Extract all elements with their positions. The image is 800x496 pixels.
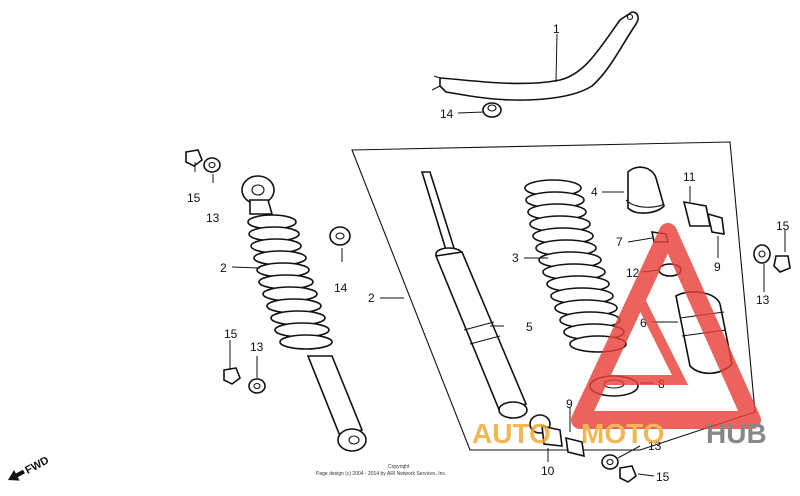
callout-14-mid: 14 <box>334 281 348 295</box>
part-10-bushing <box>529 414 563 447</box>
callout-15-upper-left: 15 <box>187 191 201 205</box>
part-1-bracket <box>431 11 639 101</box>
watermark-text-moto: MOTO <box>581 418 664 449</box>
part-15-nut-right <box>773 255 791 273</box>
callout-2-frame: 2 <box>368 291 375 305</box>
part-9-collar-bottom <box>565 436 585 458</box>
part-14-washer-mid <box>329 226 351 246</box>
callout-11: 11 <box>683 170 696 184</box>
callout-12: 12 <box>626 266 640 280</box>
fwd-label: FWD <box>23 454 51 476</box>
part-15-nut-upper-left <box>185 149 203 167</box>
callout-13-right: 13 <box>756 293 770 307</box>
copyright-line-1: Copyright <box>388 464 410 470</box>
callout-1: 1 <box>553 22 560 36</box>
callout-13-bottom: 13 <box>648 439 662 453</box>
callout-2-left: 2 <box>220 261 227 275</box>
callout-15-right: 15 <box>776 219 790 233</box>
part-13-washer-upper-left <box>203 157 221 173</box>
callout-14-top: 14 <box>440 107 454 121</box>
watermark-triangle-inner <box>591 288 689 385</box>
callout-7: 7 <box>616 235 623 249</box>
callout-6: 6 <box>640 316 647 330</box>
watermark-text-auto: AUTO <box>472 418 551 449</box>
part-5-damper-unit <box>420 171 528 419</box>
callout-9-bottom: 9 <box>566 397 573 411</box>
part-2-shock-absorber-assembly <box>241 175 367 452</box>
callout-10: 10 <box>541 464 555 478</box>
copyright-line-2: Page design (c) 2004 - 2014 by ARI Netwo… <box>316 471 446 477</box>
part-13-washer-bottom <box>601 454 619 470</box>
callout-5: 5 <box>526 320 533 334</box>
part-13-washer-lower-left <box>248 378 266 394</box>
callout-3: 3 <box>512 251 519 265</box>
part-14-washer-top <box>482 102 502 118</box>
watermark-text-hub: HUB <box>706 418 767 449</box>
watermark-logo: AUTO MOTO HUB <box>472 223 767 449</box>
callout-15-lower-left: 15 <box>224 327 238 341</box>
callout-4: 4 <box>591 185 598 199</box>
fwd-arrow: FWD <box>8 454 51 481</box>
part-15-nut-bottom <box>619 465 637 483</box>
callout-13-lower-left: 13 <box>250 340 264 354</box>
callout-9-top: 9 <box>714 260 721 274</box>
callout-labels: 1 14 15 13 2 14 2 15 13 3 4 5 6 7 8 9 10… <box>187 22 790 484</box>
part-15-nut-lower-left <box>223 367 241 385</box>
callout-15-bottom: 15 <box>656 470 670 484</box>
fwd-arrow-icon <box>8 469 25 481</box>
part-3-spring <box>524 179 627 353</box>
callout-13-upper-left: 13 <box>206 211 220 225</box>
part-4-upper-cap <box>625 166 665 214</box>
part-13-washer-right <box>753 244 771 264</box>
exploded-view-frame <box>351 141 756 451</box>
part-11-collar <box>682 200 725 235</box>
